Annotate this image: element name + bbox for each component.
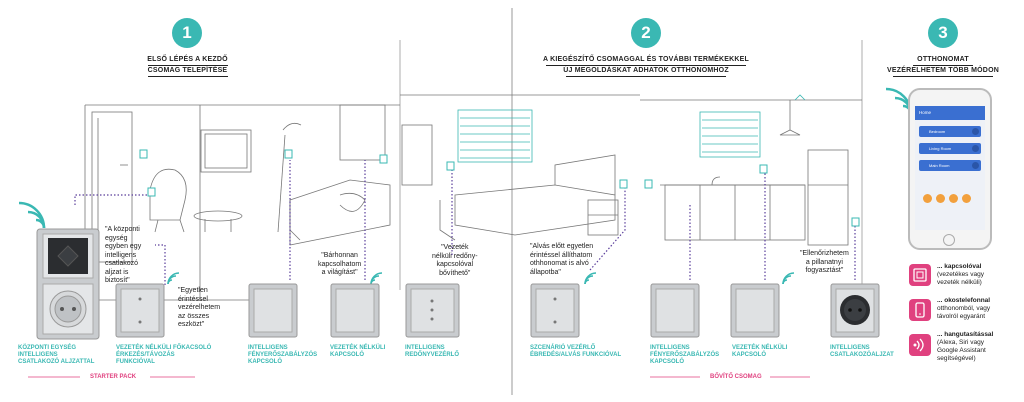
wifi-small-icon — [782, 272, 795, 285]
scenario-controller-device — [530, 283, 580, 338]
central-unit-device — [36, 228, 100, 340]
step-2-number: 2 — [631, 18, 661, 48]
smartphone-icon — [909, 299, 931, 321]
control-switch-label: ... kapcsolóval (vezetékes vagy vezeték … — [937, 263, 984, 286]
smartphone: Home Bedroom Living Room Main Room — [908, 88, 992, 250]
switch-icon — [909, 264, 931, 286]
step-1-title: ELSŐ LÉPÉS A KEZDŐ CSOMAG TELEPÍTÉSE — [120, 55, 255, 77]
room-toggle-icon[interactable] — [972, 162, 979, 169]
control-smartphone-label: ... okostelefonnal otthonomból, vagy táv… — [937, 297, 991, 320]
wireless-main-switch-device — [115, 283, 165, 338]
wifi-icon — [18, 201, 46, 229]
phone-screen: Home Bedroom Living Room Main Room — [915, 106, 985, 230]
control-voice-label: ... hangutasítással (Alexa, Siri vagy Go… — [937, 331, 994, 362]
scenario-button[interactable] — [962, 194, 971, 203]
scenario-buttons — [923, 194, 971, 203]
scenario-button[interactable] — [936, 194, 945, 203]
section-starter-pack: STARTER PACK — [90, 374, 137, 380]
dimmer-switch-device-2 — [650, 283, 700, 338]
app-header: Home — [915, 106, 985, 120]
wireless-switch-device-2 — [730, 283, 780, 338]
room-card-main-room[interactable]: Main Room — [919, 160, 981, 171]
room-card-bedroom[interactable]: Bedroom — [919, 126, 981, 137]
section-extension-pack: BŐVÍTŐ CSOMAG — [710, 374, 762, 380]
room-card-living-room[interactable]: Living Room — [919, 143, 981, 154]
step-3-title: OTTHONOMAT VEZÉRELHETEM TÖBB MÓDON — [882, 55, 1004, 77]
room-toggle-icon[interactable] — [972, 128, 979, 135]
step-1-number: 1 — [172, 18, 202, 48]
scenario-button[interactable] — [923, 194, 932, 203]
dimmer-switch-device — [248, 283, 298, 338]
wifi-small-icon — [584, 272, 597, 285]
voice-icon — [909, 334, 931, 356]
home-button[interactable] — [943, 234, 955, 246]
room-toggle-icon[interactable] — [972, 145, 979, 152]
shutter-controller-device — [405, 283, 460, 338]
scenario-button[interactable] — [949, 194, 958, 203]
wireless-switch-device — [330, 283, 380, 338]
step-3-number: 3 — [928, 18, 958, 48]
wifi-small-icon — [167, 272, 180, 285]
smart-socket-device — [830, 283, 880, 338]
step-2-title: A KIEGÉSZÍTŐ CSOMAGGAL ÉS TOVÁBBI TERMÉK… — [530, 55, 762, 77]
